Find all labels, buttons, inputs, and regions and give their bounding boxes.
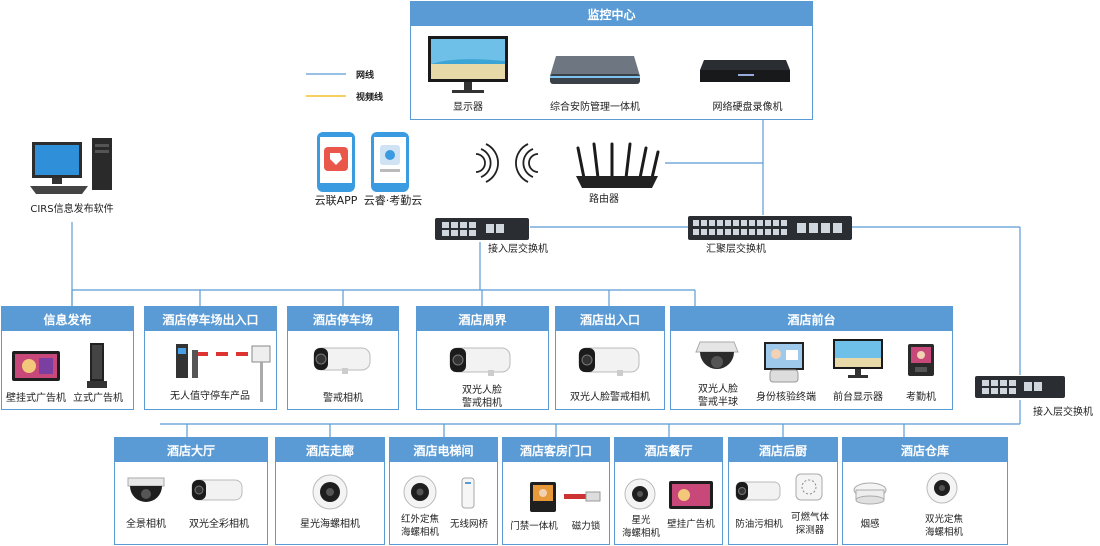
magnetic-lock-label: 磁力锁 [571,521,601,532]
wall-ad-machine-icon [12,351,60,381]
bullet-camera-icon [313,347,371,374]
restaurant-ad-machine-icon [669,481,713,509]
aggregation-switch-icon [688,216,852,240]
yunrui-app-phone-icon[interactable] [370,131,410,193]
section-front-desk-title: 酒店前台 [671,307,952,331]
access-switch-right-icon [975,376,1065,398]
full-color-camera-icon [191,479,243,501]
display-label: 显示器 [453,102,483,113]
attendance-machine-label: 考勤机 [906,392,936,403]
yunlian-app-phone-icon[interactable] [316,131,356,193]
section-parking-entrance-title: 酒店停车场出入口 [145,307,276,331]
access-control-label: 门禁一体机 [510,521,558,532]
id-terminal-icon [764,342,804,383]
section-warehouse-title: 酒店仓库 [843,438,1007,462]
front-display-label: 前台显示器 [833,392,883,403]
section-info-publish-title: 信息发布 [2,307,133,331]
standing-ad-machine-label: 立式广告机 [73,393,123,404]
dome-camera-label: 双光人脸 警戒半球 [698,384,738,408]
eyeball-camera-icon [312,474,348,510]
section-room-door: 酒店客房门口 [502,437,610,545]
section-kitchen-title: 酒店后厨 [729,438,837,462]
yunrui-app-label: 云睿·考勤云 [363,194,423,207]
warehouse-camera-label: 双光定焦 海螺相机 [924,514,963,538]
dual-light-camera-icon [449,347,511,376]
smoke-detector-label: 烟感 [860,519,880,530]
integrated-label: 综合安防管理一体机 [550,102,640,113]
ir-eyeball-camera-icon [403,475,437,509]
section-elevator-title: 酒店电梯间 [390,438,497,462]
standing-ad-machine-icon [87,343,107,388]
front-display-icon [833,339,883,378]
aggregation-switch-label: 汇聚层交换机 [706,244,766,255]
router-icon [576,142,660,188]
section-elevator: 酒店电梯间 [389,437,498,545]
wireless-bridge-icon [461,477,475,509]
nvr-label: 网络硬盘录像机 [712,102,783,113]
integrated-machine-icon [550,56,640,84]
perimeter-camera-label: 双光人脸 警戒相机 [462,385,502,409]
warehouse-eyeball-camera-icon [926,472,958,504]
gas-detector-icon [795,473,823,501]
starlight-camera-label: 星光海螺相机 [300,519,360,530]
section-parking-lot-title: 酒店停车场 [288,307,398,331]
gas-detector-label: 可燃气体 探测器 [790,512,829,536]
section-room-door-title: 酒店客房门口 [503,438,609,462]
full-color-camera-label: 双光全彩相机 [189,519,249,530]
section-restaurant-title: 酒店餐厅 [615,438,722,462]
access-switch-icon [435,218,529,240]
section-lobby-title: 酒店大厅 [115,438,267,462]
wireless-bridge-label: 无线网桥 [449,519,488,530]
section-hotel-entrance-title: 酒店出入口 [556,307,664,331]
restaurant-eyeball-camera-icon [624,478,656,510]
restaurant-camera-label: 星光 海螺相机 [621,515,660,539]
panorama-camera-icon [127,477,165,502]
section-perimeter-title: 酒店周界 [417,307,548,331]
nvr-icon [700,60,790,82]
entrance-camera-icon [578,347,640,376]
dome-camera-icon [695,341,739,369]
oil-proof-camera-icon [735,481,781,501]
restaurant-ad-label: 壁挂广告机 [667,519,715,530]
access-control-icon [530,482,601,512]
parking-product-label: 无人值守停车产品 [170,391,250,402]
legend-network-label: 网线 [356,71,375,81]
smoke-detector-icon [853,482,887,505]
section-corridor: 酒店走廊 [275,437,385,545]
cirs-label: CIRS信息发布软件 [30,204,114,215]
router-label: 路由器 [589,194,619,205]
ir-camera-label: 红外定焦 海螺相机 [400,514,439,538]
id-terminal-label: 身份核验终端 [756,392,816,403]
monitor-center-title: 监控中心 [411,2,812,26]
alert-camera-label: 警戒相机 [323,393,363,404]
section-corridor-title: 酒店走廊 [276,438,384,462]
wifi-icon [475,143,539,183]
parking-barrier-icon [176,344,271,402]
access-switch-right-label: 接入层交换机 [1033,407,1093,418]
oil-proof-camera-label: 防油污相机 [735,519,783,530]
wall-ad-machine-label: 壁挂式广告机 [6,393,66,404]
yunlian-app-label: 云联APP [314,194,358,207]
legend-video-label: 视频线 [356,93,384,103]
panorama-camera-label: 全景相机 [126,519,166,530]
entrance-camera-label: 双光人脸警戒相机 [570,392,650,403]
computer-icon [30,138,112,194]
access-switch-label: 接入层交换机 [488,244,548,255]
display-monitor-icon [428,36,508,93]
attendance-machine-icon [908,344,934,376]
